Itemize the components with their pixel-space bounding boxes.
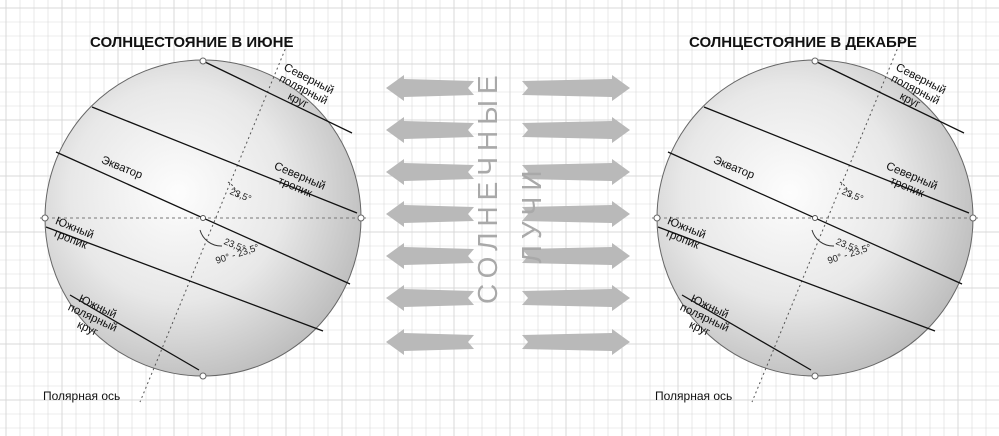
globe-december-tropic-south-line xyxy=(657,226,936,332)
sun-ray-arrow-right xyxy=(522,75,630,101)
sun-ray-arrow-right xyxy=(522,243,630,269)
globe-december-antarctic-line xyxy=(681,294,812,371)
globe-june-node-center xyxy=(200,215,206,221)
globe-december-angle-arc-1 xyxy=(839,181,851,199)
june-title: СОЛНЦЕСТОЯНИЕ В ИЮНЕ xyxy=(90,34,294,51)
globe-june-antarctic-line xyxy=(69,294,200,371)
june-polar-axis-label: Полярная ось xyxy=(43,389,121,403)
globe-june-node-left xyxy=(41,214,49,222)
globe-december xyxy=(652,39,978,403)
sun-rays-word-2: ЛУЧИ xyxy=(516,164,547,264)
globe-december-node-center xyxy=(812,215,818,221)
globe-june-polar-axis xyxy=(139,39,290,403)
sun-ray-arrow-left xyxy=(386,159,474,185)
sun-ray-arrow-left xyxy=(386,285,474,311)
sun-ray-arrow-left xyxy=(386,243,474,269)
globe-june-arctic-line xyxy=(204,61,353,134)
globe-december-tropic-north-line xyxy=(703,106,970,214)
sun-ray-arrow-right xyxy=(522,201,630,227)
sun-ray-arrow-right xyxy=(522,329,630,355)
globe-june-angle-arc-2 xyxy=(199,229,223,247)
sun-ray-arrow-right xyxy=(522,159,630,185)
sun-ray-arrow-right xyxy=(522,117,630,143)
sun-ray-arrow-left xyxy=(386,117,474,143)
december-title: СОЛНЦЕСТОЯНИЕ В ДЕКАБРЕ xyxy=(689,34,917,51)
globe-june-node-bottom xyxy=(199,372,207,380)
globe-june-tropic-south-line xyxy=(45,226,324,332)
globe-december-node-left xyxy=(653,214,661,222)
sun-ray-arrow-right xyxy=(522,285,630,311)
sun-ray-arrow-left xyxy=(386,329,474,355)
sun-rays-word-1: СОЛНЕЧНЫЕ xyxy=(472,69,503,304)
globe-december-node-bottom xyxy=(811,372,819,380)
globe-december-angle-arc-2 xyxy=(811,229,835,247)
globe-june xyxy=(40,39,366,403)
sun-ray-arrow-left xyxy=(386,201,474,227)
globe-december-arctic-line xyxy=(816,61,965,134)
december-polar-axis-label: Полярная ось xyxy=(655,389,733,403)
globe-june-node-right xyxy=(357,214,365,222)
globe-december-polar-axis xyxy=(751,39,902,403)
globe-june-node-top xyxy=(199,57,207,65)
globe-december-node-right xyxy=(969,214,977,222)
globe-december-node-top xyxy=(811,57,819,65)
globe-june-tropic-north-line xyxy=(91,106,358,214)
globe-june-angle-arc-1 xyxy=(227,181,239,199)
sun-ray-arrow-left xyxy=(386,75,474,101)
